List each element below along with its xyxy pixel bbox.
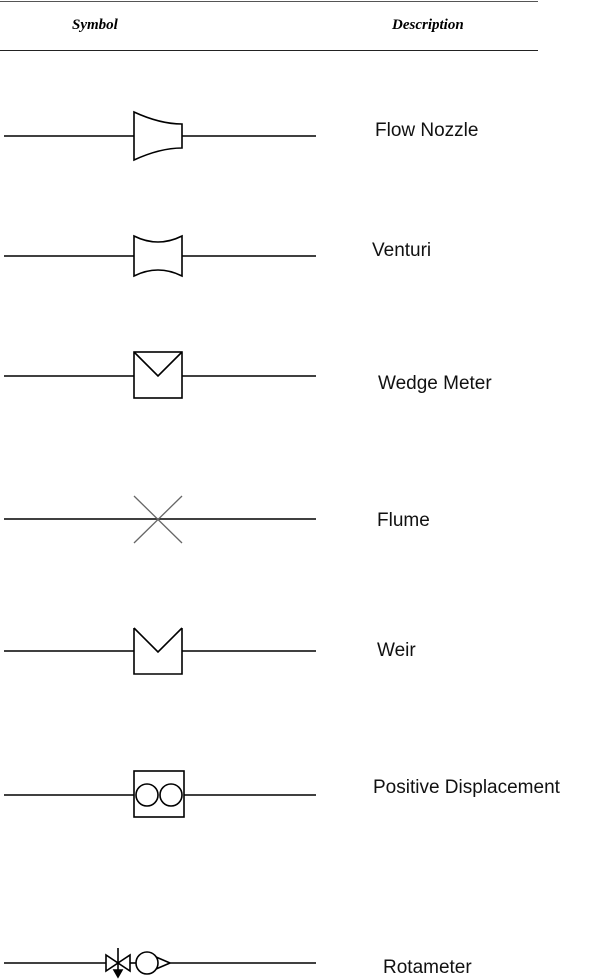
description-rotameter: Rotameter — [383, 957, 472, 978]
weir-icon — [4, 627, 316, 675]
rotameter-icon — [4, 948, 316, 979]
description-venturi: Venturi — [372, 240, 432, 261]
description-flow-nozzle: Flow Nozzle — [375, 120, 479, 141]
positive-displacement-icon — [4, 770, 316, 818]
wedge-meter-icon — [4, 351, 316, 399]
venturi-icon — [4, 234, 316, 278]
flume-icon — [4, 495, 316, 544]
description-wedge-meter: Wedge Meter — [378, 373, 492, 394]
flow-nozzle-icon — [4, 110, 316, 162]
description-positive-displacement: Positive Displacement — [373, 777, 560, 798]
description-weir: Weir — [377, 640, 416, 661]
description-column-header: Description — [392, 17, 464, 33]
header-bottom-rule — [0, 50, 538, 51]
symbol-column-header: Symbol — [72, 17, 118, 33]
description-flume: Flume — [377, 510, 430, 531]
header-top-rule — [0, 1, 538, 2]
